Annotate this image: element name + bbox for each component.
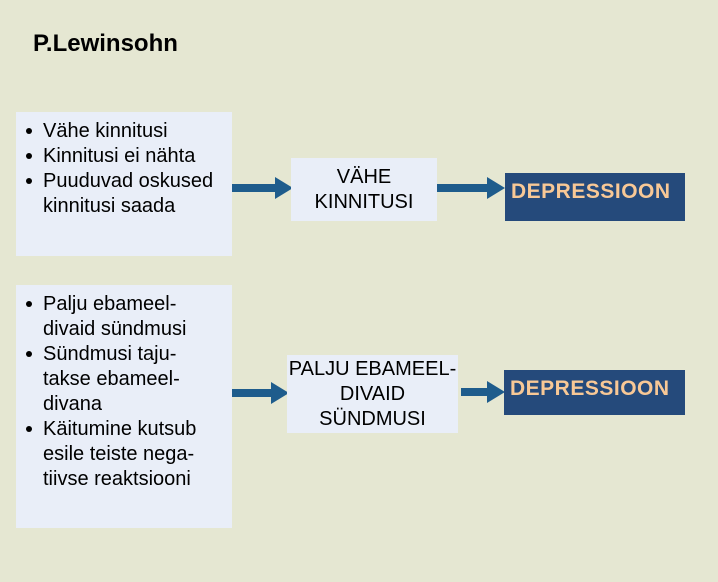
flow-arrow-icon — [461, 381, 505, 403]
outcome-label: DEPRESSIOON — [510, 377, 670, 400]
outcome-box-row1: DEPRESSIOON — [505, 173, 685, 221]
causes-panel-row2: Palju ebameel- divaid sündmusi Sündmusi … — [16, 285, 232, 528]
bullet-item: Palju ebameel- divaid sündmusi — [16, 292, 232, 342]
bullet-icon — [26, 301, 32, 307]
bullet-item: Käitumine kutsub esile teiste nega- tiiv… — [16, 417, 232, 492]
outcome-box-row2: DEPRESSIOON — [504, 370, 685, 415]
mediator-label: PALJU EBAMEEL- DIVAID SÜNDMUSI — [288, 357, 457, 430]
causes-panel-row1: Vähe kinnitusi Kinnitusi ei nähta Puuduv… — [16, 112, 232, 256]
causes-list-row1: Vähe kinnitusi Kinnitusi ei nähta Puuduv… — [16, 119, 232, 219]
bullet-icon — [26, 153, 32, 159]
bullet-text: Palju ebameel- divaid sündmusi — [43, 293, 187, 340]
flow-arrow-icon — [437, 177, 505, 199]
bullet-text: Puuduvad oskused kinnitusi saada — [43, 170, 214, 217]
flow-arrow-icon — [232, 382, 289, 404]
bullet-text: Sündmusi taju- takse ebameel- divana — [43, 343, 180, 415]
bullet-text: Kinnitusi ei nähta — [43, 145, 196, 167]
mediator-box-row2: PALJU EBAMEEL- DIVAID SÜNDMUSI — [287, 355, 458, 433]
page-title: P.Lewinsohn — [33, 30, 178, 57]
bullet-icon — [26, 351, 32, 357]
bullet-icon — [26, 178, 32, 184]
bullet-text: Vähe kinnitusi — [43, 120, 168, 142]
outcome-label: DEPRESSIOON — [511, 180, 671, 203]
bullet-item: Sündmusi taju- takse ebameel- divana — [16, 342, 232, 417]
bullet-item: Puuduvad oskused kinnitusi saada — [16, 169, 232, 219]
bullet-item: Kinnitusi ei nähta — [16, 144, 232, 169]
bullet-icon — [26, 426, 32, 432]
mediator-box-row1: VÄHE KINNITUSI — [291, 158, 437, 221]
causes-list-row2: Palju ebameel- divaid sündmusi Sündmusi … — [16, 292, 232, 492]
bullet-item: Vähe kinnitusi — [16, 119, 232, 144]
bullet-text: Käitumine kutsub esile teiste nega- tiiv… — [43, 418, 197, 490]
mediator-label: VÄHE KINNITUSI — [314, 165, 414, 213]
bullet-icon — [26, 128, 32, 134]
flow-arrow-icon — [232, 177, 293, 199]
